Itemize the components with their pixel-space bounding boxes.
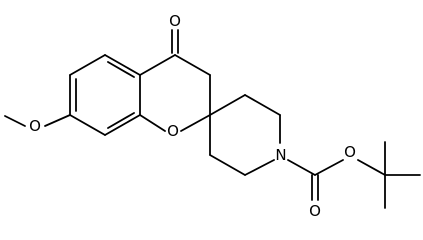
bond: [357, 159, 386, 176]
ketone-group: [171, 29, 179, 54]
ring-oxygen-label: O: [167, 122, 179, 140]
bond: [174, 54, 211, 76]
bond: [209, 94, 246, 116]
double-bond-inner: [107, 61, 135, 78]
bond: [4, 115, 26, 127]
piperidine-ring: [209, 94, 281, 176]
bond: [44, 114, 71, 127]
bond: [180, 114, 211, 132]
carbamate-ether-oxygen-label: O: [344, 143, 356, 161]
ketone-oxygen-label: O: [169, 12, 181, 30]
boc-group: [287, 141, 421, 209]
bond: [69, 114, 106, 136]
bond: [69, 54, 106, 76]
bond: [314, 159, 344, 176]
carbamate-carbonyl-oxygen-label: O: [309, 202, 321, 217]
benzene-ring: [69, 54, 141, 136]
double-bond-inner: [107, 112, 135, 129]
bond: [139, 54, 176, 76]
methoxy-group: [4, 114, 71, 127]
methoxy-oxygen-label: O: [29, 117, 41, 135]
bond: [287, 159, 316, 176]
bond: [104, 114, 141, 136]
molecule-structure: O O O N O O: [4, 12, 421, 217]
bond: [244, 159, 275, 176]
molecule-canvas: O O O N O O: [4, 12, 421, 217]
bond: [104, 54, 141, 76]
piperidine-nitrogen-label: N: [275, 146, 286, 164]
bond: [209, 154, 246, 176]
bond: [244, 94, 281, 116]
chromanone-ring: [139, 54, 211, 132]
bond: [139, 114, 166, 132]
